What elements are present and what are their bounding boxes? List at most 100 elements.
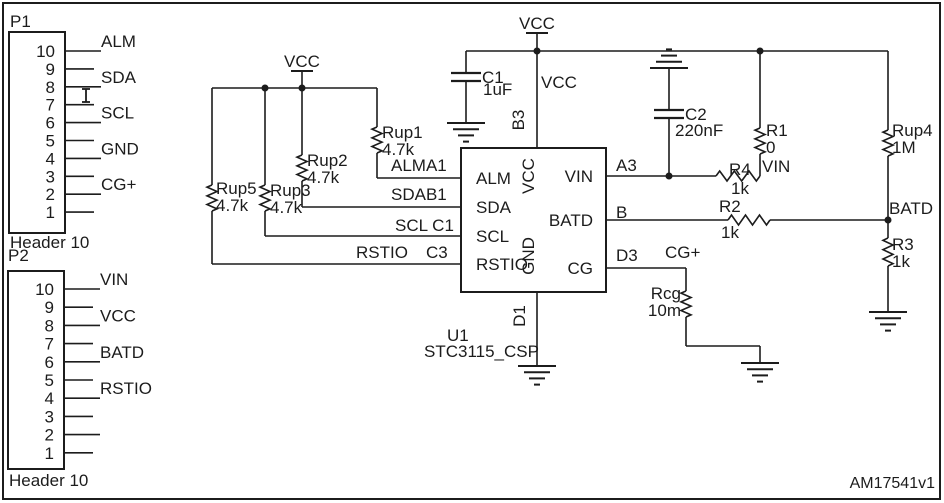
net-label-sclc1: SCL C1 [395, 216, 454, 235]
header-pin-net-label: VIN [100, 270, 128, 289]
header-pin-net-label: SDA [101, 68, 137, 87]
resistor-value: 1k [731, 179, 749, 198]
header-pin-net-label: GND [101, 139, 139, 158]
header-pin-number: 3 [45, 407, 54, 426]
net-label-b3: B3 [509, 110, 528, 131]
header-body[interactable] [8, 31, 66, 234]
net-label-d1: D1 [510, 305, 529, 327]
header-pin-number: 1 [46, 203, 55, 222]
resistor-value: 1k [892, 252, 910, 271]
junction-dot [261, 84, 269, 92]
header-pin-number: 5 [46, 132, 55, 151]
ground-symbol[interactable] [869, 311, 907, 332]
header-pin-net-label: BATD [100, 343, 144, 362]
header-pin-number: 4 [46, 149, 55, 168]
header-type: Header 10 [9, 471, 88, 490]
ground-symbol[interactable] [447, 122, 485, 143]
vcc-power-flag[interactable]: VCC [519, 14, 555, 51]
junction-dot [756, 47, 764, 55]
header-pin-number: 7 [46, 96, 55, 115]
resistor-value: 1M [892, 138, 916, 157]
header-pin-number: 2 [46, 185, 55, 204]
vcc-flag-label: VCC [284, 52, 320, 71]
resistor-value: 1k [721, 223, 739, 242]
resistor-ref: Rup5 [216, 179, 257, 198]
ic-pin-label: SCL [476, 227, 509, 246]
resistor-value: 4.7k [307, 168, 340, 187]
header-pin-number: 6 [46, 114, 55, 133]
net-label-a3: A3 [616, 156, 637, 175]
vcc-power-flag[interactable]: VCC [284, 52, 320, 88]
header-pin-number: 8 [46, 78, 55, 97]
ground-symbol[interactable] [741, 362, 779, 383]
header-body[interactable] [7, 270, 65, 470]
resistor-ref: R4 [729, 160, 751, 179]
ground-symbol[interactable] [650, 48, 688, 69]
resistor-ref: Rup1 [382, 123, 423, 142]
ic-pin-label: SDA [476, 198, 512, 217]
wires [211, 50, 889, 366]
net-label-batd: BATD [889, 199, 933, 218]
resistor-value: 4.7k [382, 140, 415, 159]
ic-body[interactable] [460, 147, 607, 293]
ic-U1[interactable]: ALMSDASCLRSTIOVINBATDCGVCCGNDU1STC3115_C… [424, 147, 607, 361]
resistor-ref: Rup4 [892, 121, 933, 140]
net-label-d3: D3 [616, 246, 638, 265]
header-pin-number: 1 [45, 444, 54, 463]
header-pin-number: 10 [36, 42, 55, 61]
header-pin-number: 9 [45, 298, 54, 317]
net-label-alma1: ALMA1 [391, 156, 447, 175]
ic-ref: U1 [447, 326, 469, 345]
resistor-value: 0 [766, 138, 775, 157]
junction-dots [261, 47, 892, 224]
header-pin-number: 4 [45, 389, 54, 408]
ground-symbol[interactable] [518, 365, 556, 386]
header-pin-number: 2 [45, 426, 54, 445]
resistor-ref: Rup2 [307, 151, 348, 170]
resistor-ref: Rup3 [270, 181, 311, 200]
resistor-value: 4.7k [216, 196, 249, 215]
header-pin-net-label: SCL [101, 104, 134, 123]
header-type: Header 10 [10, 233, 89, 252]
header-pin-number: 9 [46, 60, 55, 79]
header-pin-number: 10 [35, 280, 54, 299]
resistor-R1[interactable]: R10 [752, 121, 788, 157]
text-cursor [82, 88, 90, 103]
figure-id: AM17541v1 [849, 475, 935, 492]
header-pin-net-label: CG+ [101, 175, 137, 194]
header-pin-number: 8 [45, 316, 54, 335]
ic-pin-label: CG [568, 259, 594, 278]
header-pin-number: 7 [45, 335, 54, 354]
net-label-c3: C3 [426, 243, 448, 262]
resistor-ref: R3 [892, 235, 914, 254]
resistor-value: 10m [648, 301, 681, 320]
junction-dot [665, 172, 673, 180]
capacitor-value: 220nF [675, 121, 723, 140]
net-label-vcc: VCC [541, 73, 577, 92]
ic-pin-label: RSTIO [476, 255, 528, 274]
header-pin-net-label: RSTIO [100, 379, 152, 398]
header-pin-net-label: ALM [101, 32, 136, 51]
resistor-ref: R2 [719, 197, 741, 216]
net-label-vin: VIN [762, 157, 790, 176]
resistor-ref: Rcg [651, 284, 681, 303]
ic-pin-label: VCC [519, 158, 538, 194]
resistor-ref: R1 [766, 121, 788, 140]
header-ref: P2 [8, 246, 29, 265]
